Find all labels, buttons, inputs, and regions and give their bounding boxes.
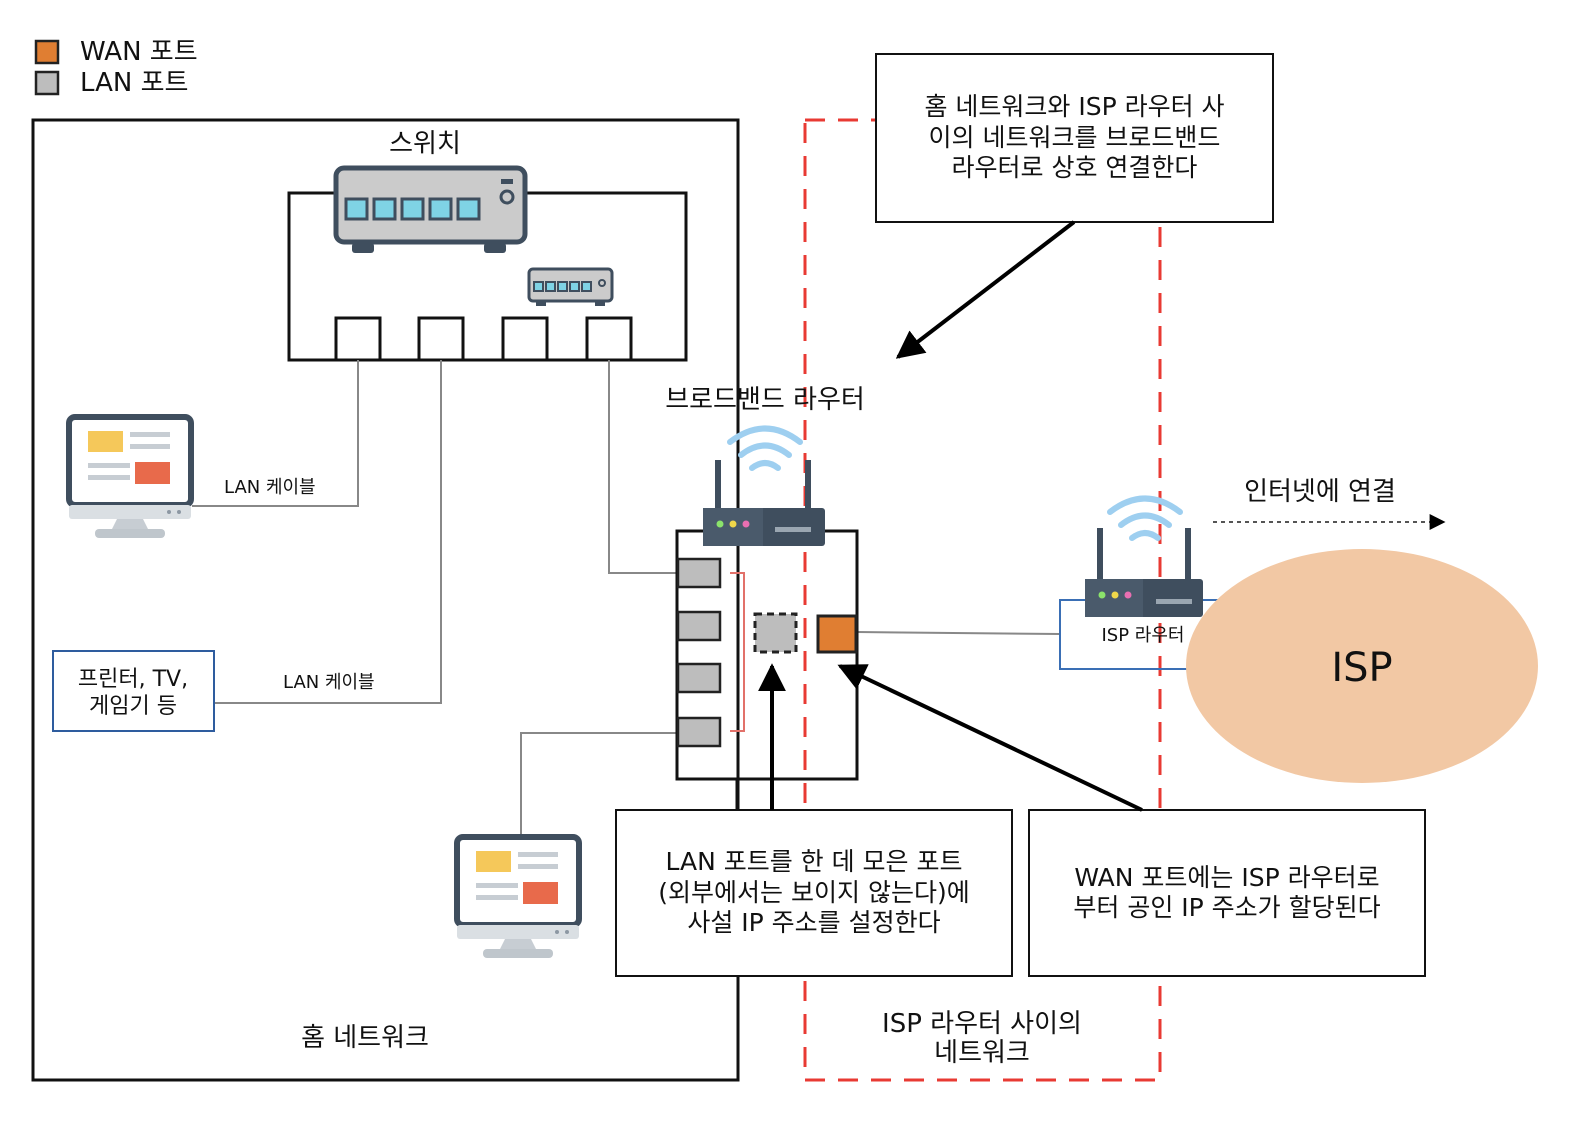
desktop-monitor-icon: [454, 834, 582, 958]
printer-tv-box: [52, 650, 215, 732]
switch-label: 스위치: [389, 129, 461, 159]
isp-segment-label-line1: ISP 라우터 사이의: [882, 1009, 1082, 1039]
isp-router-label: ISP 라우터: [1102, 625, 1185, 646]
note-lan-frame: [615, 809, 1013, 977]
network-switch-icon: [333, 165, 528, 253]
arrow-to-router: [895, 220, 1076, 359]
note-top-line1: 홈 네트워크와 ISP 라우터 사: [924, 92, 1225, 122]
cables: [192, 360, 1061, 840]
legend: WAN 포트 LAN 포트: [34, 37, 198, 98]
legend-wan-label: WAN 포트: [80, 37, 198, 67]
legend-lan-label: LAN 포트: [80, 68, 188, 98]
wifi-router-icon: [703, 425, 825, 546]
small-switch-icon: [527, 267, 614, 306]
note-wan-line2: 부터 공인 IP 주소가 할당된다: [1073, 893, 1381, 922]
internet-label: 인터넷에 연결: [1244, 477, 1396, 507]
isp-segment-label-line2: 네트워크: [934, 1038, 1030, 1068]
legend-lan-swatch: [34, 70, 60, 96]
lan-port-bracket: [730, 572, 745, 732]
note-lan-line1: LAN 포트를 한 데 모은 포트: [665, 847, 963, 877]
isp-cloud: [1186, 549, 1538, 783]
isp-label: ISP: [1331, 645, 1392, 691]
isp-router: [1059, 495, 1226, 670]
desktop-monitor-icon: [66, 414, 194, 538]
home-network-label: 홈 네트워크: [301, 1023, 429, 1053]
broadband-router-label: 브로드밴드 라우터: [665, 385, 865, 415]
home-network-frame: [31, 118, 740, 1082]
note-wan-frame: [1028, 809, 1426, 977]
lan-port: [676, 716, 722, 748]
note-lan-line2: (외부에서는 보이지 않는다)에: [658, 877, 970, 907]
note-lan-line3: 사설 IP 주소를 설정한다: [687, 908, 941, 938]
lan-cable-label-1: LAN 케이블: [224, 477, 316, 498]
printer-tv-line1: 프린터, TV,: [78, 667, 188, 692]
lan-port: [676, 662, 722, 694]
lan-port: [676, 610, 722, 642]
broadband-router: [675, 529, 859, 781]
note-wan: WAN 포트에는 ISP 라우터로 부터 공인 IP 주소가 할당된다: [1030, 811, 1424, 975]
note-top: 홈 네트워크와 ISP 라우터 사 이의 네트워크를 브로드밴드 라우터로 상호…: [877, 55, 1272, 221]
legend-wan-swatch: [34, 39, 60, 65]
lan-port: [676, 557, 722, 589]
note-lan: LAN 포트를 한 데 모은 포트 (외부에서는 보이지 않는다)에 사설 IP…: [617, 811, 1011, 975]
note-wan-line1: WAN 포트에는 ISP 라우터로: [1074, 862, 1380, 892]
virtual-lan-port: [753, 612, 798, 654]
note-top-line3: 라우터로 상호 연결한다: [951, 153, 1198, 183]
lan-cable-label-2: LAN 케이블: [283, 672, 375, 693]
arrow-to-wan-port: [837, 664, 1143, 812]
wan-port: [816, 614, 858, 654]
note-top-line2: 이의 네트워크를 브로드밴드: [928, 122, 1221, 152]
note-top-frame: [875, 53, 1274, 223]
printer-tv-line2: 게임기 등: [89, 694, 177, 719]
